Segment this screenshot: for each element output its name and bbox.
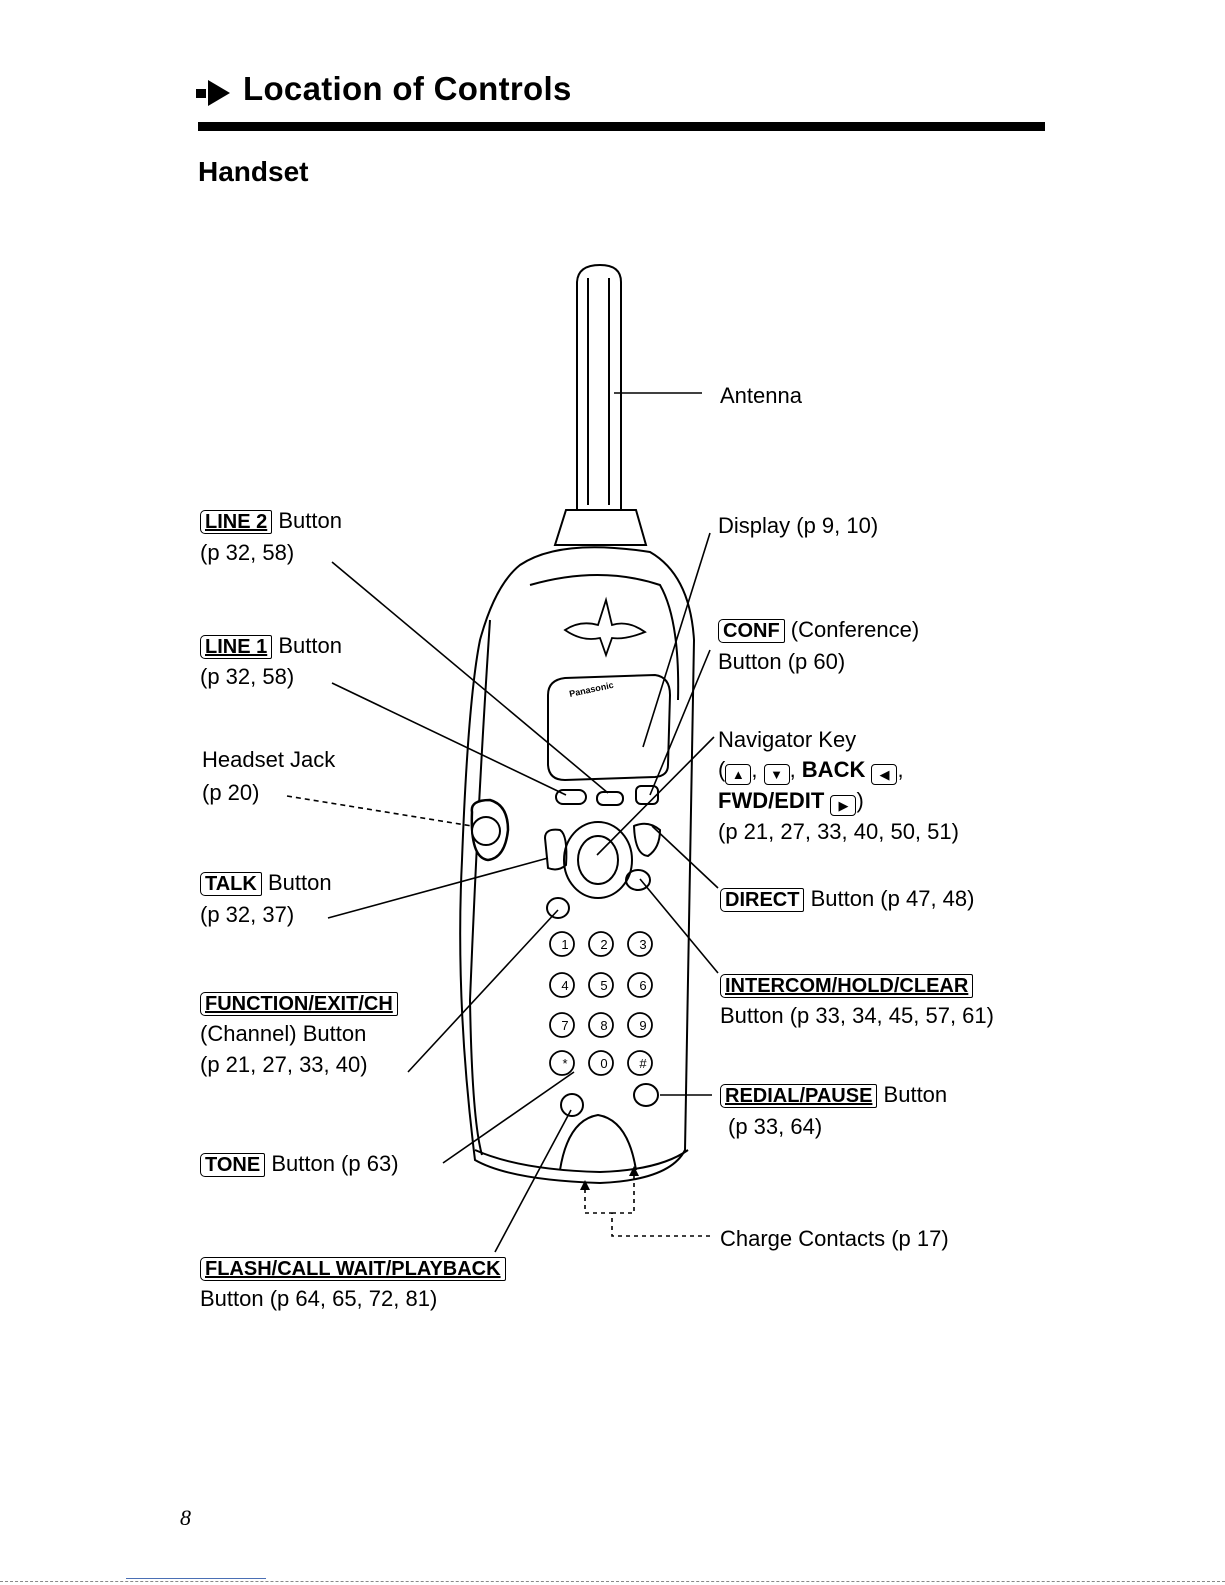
keypad-key-label: # [639, 1056, 647, 1071]
redial-suffix: Button [883, 1082, 948, 1107]
title-rule [198, 122, 1045, 131]
tone-key: TONE [200, 1153, 266, 1177]
keypad-key-label: 3 [639, 937, 646, 952]
section-title: Handset [198, 156, 309, 187]
direct-key: DIRECT [720, 888, 805, 912]
keypad-key [549, 1050, 575, 1076]
keypad-key [549, 1012, 575, 1038]
keypad-key [627, 1050, 653, 1076]
keypad-key-label: 5 [600, 978, 607, 993]
down-arrow-icon: ▼ [763, 764, 790, 785]
conf-pages: Button (p 60) [718, 649, 846, 674]
headset-jack-label: Headset Jack [202, 747, 336, 772]
keypad-key-label: 6 [639, 978, 646, 993]
talk-label: TALK Button [200, 867, 332, 898]
talk-pages: (p 32, 37) [200, 902, 295, 927]
flash-label: FLASH/CALL WAIT/PLAYBACK [200, 1252, 506, 1283]
intercom-label: INTERCOM/HOLD/CLEAR [720, 969, 974, 1000]
tone-label: TONE Button (p 63) [200, 1148, 399, 1179]
direct-suffix: Button (p 47, 48) [810, 886, 975, 911]
left-arrow-icon: ◀ [871, 764, 898, 785]
navigator-pages: (p 21, 27, 33, 40, 50, 51) [718, 819, 959, 844]
line2-key: LINE 2 [200, 510, 273, 534]
conf-label: CONF (Conference) [718, 614, 919, 645]
function-pages: (p 21, 27, 33, 40) [200, 1052, 368, 1077]
page-bottom-border [0, 1581, 1225, 1582]
charge-contacts-label: Charge Contacts (p 17) [720, 1226, 949, 1251]
flash-pages: Button (p 64, 65, 72, 81) [200, 1286, 438, 1311]
navigator-fwd: FWD/EDIT ▶) [718, 785, 864, 816]
keypad-key-label: 0 [600, 1056, 607, 1071]
right-arrow-icon: ▶ [830, 795, 857, 816]
page-title: Location of Controls [243, 70, 572, 107]
navigator-fwd-label: FWD/EDIT [718, 788, 825, 813]
keypad-key [549, 931, 575, 957]
keypad-key [627, 972, 653, 998]
conf-key: CONF [718, 619, 785, 643]
function-key: FUNCTION/EXIT/CH [200, 992, 398, 1016]
page-number: 8 [180, 1505, 191, 1530]
line1-label: LINE 1 Button [200, 630, 342, 661]
keypad-key-label: * [562, 1056, 567, 1071]
arrow-bullet-icon [196, 80, 230, 106]
headset-jack-pages: (p 20) [202, 780, 260, 805]
keypad-key [549, 972, 575, 998]
line2-suffix: Button [278, 508, 342, 533]
keypad-key [588, 1012, 614, 1038]
keypad-key-label: 8 [600, 1018, 607, 1033]
flash-key: FLASH/CALL WAIT/PLAYBACK [200, 1257, 506, 1281]
intercom-pages: Button (p 33, 34, 45, 57, 61) [720, 1003, 994, 1028]
function-label: FUNCTION/EXIT/CH [200, 987, 398, 1018]
redial-pages: (p 33, 64) [728, 1114, 823, 1139]
keypad-key [627, 931, 653, 957]
display-label: Display (p 9, 10) [718, 513, 879, 538]
keypad-key [588, 931, 614, 957]
redial-key: REDIAL/PAUSE [720, 1084, 878, 1108]
intercom-key: INTERCOM/HOLD/CLEAR [720, 974, 974, 998]
navigator-back: BACK [801, 757, 866, 782]
keypad-key [588, 972, 614, 998]
keypad-key-label: 4 [561, 978, 568, 993]
keypad-key-label: 2 [600, 937, 607, 952]
conf-suffix: (Conference) [790, 617, 920, 642]
keypad-key [627, 1012, 653, 1038]
line1-suffix: Button [278, 633, 342, 658]
line1-pages: (p 32, 58) [200, 664, 295, 689]
tone-suffix: Button (p 63) [271, 1151, 399, 1176]
keypad-key-label: 9 [639, 1018, 646, 1033]
redial-label: REDIAL/PAUSE Button [720, 1079, 947, 1110]
keypad-key-label: 1 [561, 937, 568, 952]
up-arrow-icon: ▲ [725, 764, 752, 785]
talk-key: TALK [200, 872, 262, 896]
function-channel: (Channel) Button [200, 1021, 367, 1046]
keypad-key-label: 7 [561, 1018, 568, 1033]
navigator-title: Navigator Key [718, 727, 857, 752]
navigator-keys: (▲, ▼, BACK ◀, [718, 754, 904, 785]
footer-link-line [126, 1578, 266, 1580]
line1-key: LINE 1 [200, 635, 273, 659]
line2-label: LINE 2 Button [200, 505, 342, 536]
line2-pages: (p 32, 58) [200, 540, 295, 565]
talk-suffix: Button [267, 870, 332, 895]
direct-label: DIRECT Button (p 47, 48) [720, 883, 974, 914]
keypad-key [588, 1050, 614, 1076]
antenna-label: Antenna [720, 383, 802, 408]
